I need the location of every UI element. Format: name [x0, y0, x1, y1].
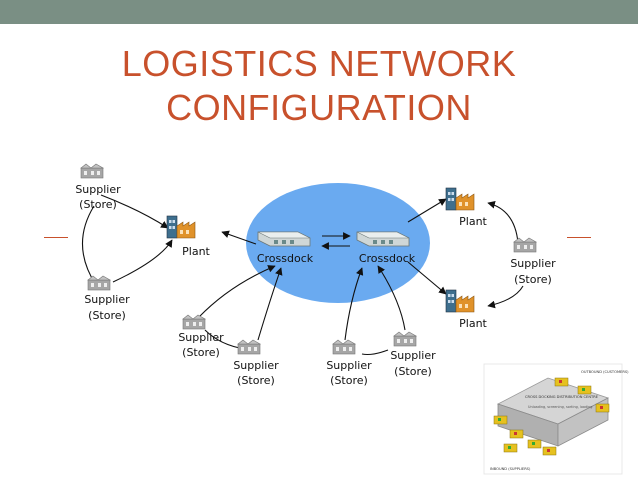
arrow-crossdock-to-plant-bottom: [407, 261, 447, 295]
arrow-crossdock-to-plant: [221, 230, 257, 245]
supplier-label-line-2: (Store): [394, 365, 432, 378]
arrow-supplier-to-crossdock-2: [257, 267, 283, 341]
plant-label: Plant: [459, 317, 487, 330]
factory-icon: [445, 187, 475, 211]
crossdock-node: Crossdock: [356, 231, 416, 265]
store-icon: [393, 331, 417, 347]
top-accent-bar: [0, 0, 638, 24]
truck-icon: [493, 415, 508, 425]
store-icon: [237, 339, 261, 355]
store-icon: [182, 314, 206, 330]
warehouse-icon: [257, 231, 311, 247]
crossdock-node: Crossdock: [257, 231, 314, 265]
plant-node: Plant: [445, 187, 488, 228]
arrow-supplier-to-plant-right-bottom: [487, 285, 524, 309]
plant-node: Plant: [166, 215, 211, 258]
store-icon: [87, 275, 111, 291]
plant-label: Plant: [182, 245, 210, 258]
supplier-node: Supplier (Store): [390, 331, 436, 378]
factory-icon: [166, 215, 196, 239]
truck-icon: [509, 429, 524, 439]
supplier-node: Supplier (Store): [178, 314, 224, 359]
supplier-node: Supplier (Store): [326, 339, 372, 387]
supplier-label-line-2: (Store): [237, 374, 275, 387]
inset-inbound-label: INBOUND (SUPPLIERS): [490, 467, 531, 471]
store-icon: [80, 163, 104, 179]
supplier-label-line-1: Supplier: [510, 257, 556, 270]
supplier-label-line-2: (Store): [514, 273, 552, 286]
arrow-supplier-to-crossdock-4: [377, 265, 406, 331]
cross-docking-illustration: CROSS DOCKING DISTRIBUTION CENTRE Unload…: [483, 363, 629, 475]
left-divider: [44, 237, 68, 238]
arrow-crossdock-to-plant-top: [407, 198, 447, 223]
supplier-label-line-1: Supplier: [233, 359, 279, 372]
slide-title-line-1: LOGISTICS NETWORK: [121, 43, 517, 84]
supplier-link-bottom-right: [361, 349, 389, 356]
crossdock-label: Crossdock: [257, 252, 314, 265]
inset-center-label: CROSS DOCKING DISTRIBUTION CENTRE: [525, 395, 599, 399]
supplier-label-line-1: Supplier: [326, 359, 372, 372]
arrow-supplier-to-plant-top: [100, 194, 169, 229]
store-icon: [332, 339, 356, 355]
crossdock-label: Crossdock: [359, 252, 416, 265]
slide-title: LOGISTICS NETWORK CONFIGURATION: [0, 42, 638, 130]
supplier-label-line-1: Supplier: [390, 349, 436, 362]
supplier-label-line-2: (Store): [79, 198, 117, 211]
inset-ops-label: Unloading, screening, sorting, loading: [528, 405, 592, 409]
truck-icon: [542, 446, 557, 456]
supplier-node: Supplier (Store): [233, 339, 279, 387]
slide-title-line-2: CONFIGURATION: [166, 87, 472, 128]
truck-icon: [527, 439, 542, 449]
arrow-supplier-to-plant-right-top: [487, 201, 519, 244]
truck-icon: [595, 403, 610, 413]
supplier-label-line-2: (Store): [182, 346, 220, 359]
supplier-label-line-2: (Store): [330, 374, 368, 387]
truck-icon: [503, 443, 518, 453]
plant-node: Plant: [445, 289, 488, 330]
supplier-node: Supplier (Store): [510, 237, 556, 286]
supplier-node: Supplier (Store): [75, 163, 121, 211]
arrow-supplier-to-crossdock-3: [344, 267, 364, 341]
right-divider: [567, 237, 591, 238]
supplier-link-left: [81, 205, 97, 286]
store-icon: [513, 237, 537, 253]
supplier-label-line-1: Supplier: [75, 183, 121, 196]
truck-icon: [554, 377, 569, 387]
truck-icon: [577, 385, 592, 395]
plant-label: Plant: [459, 215, 487, 228]
supplier-label-line-2: (Store): [88, 309, 126, 322]
inset-outbound-label: OUTBOUND (CUSTOMERS): [581, 370, 629, 374]
arrow-supplier-to-plant-bottom: [112, 239, 173, 283]
supplier-label-line-1: Supplier: [84, 293, 130, 306]
warehouse-icon: [356, 231, 410, 247]
supplier-node: Supplier (Store): [84, 275, 130, 322]
arrow-supplier-to-crossdock-1: [198, 265, 276, 318]
factory-icon: [445, 289, 475, 313]
supplier-label-line-1: Supplier: [178, 331, 224, 344]
